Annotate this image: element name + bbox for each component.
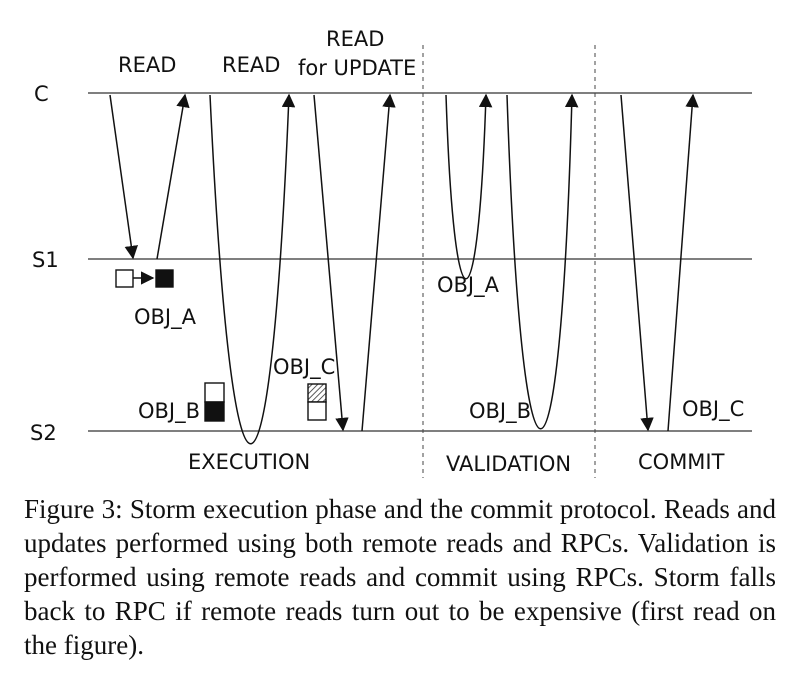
obj-label-val-a: OBJ_A xyxy=(437,273,500,298)
obj-a-old-box xyxy=(115,269,134,288)
op-label-read-for-update-line2: for UPDATE xyxy=(298,56,416,80)
msg-validate-b xyxy=(506,93,579,430)
msg-rfu-request xyxy=(313,94,349,432)
lane-label-s1: S1 xyxy=(32,248,59,272)
figure-caption: Figure 3: Storm execution phase and the … xyxy=(24,494,776,660)
msg-commit-request xyxy=(620,94,654,432)
msg-read2-remote-read xyxy=(209,93,296,445)
op-label-read-for-update-line1: READ xyxy=(326,27,384,51)
msg-commit-response xyxy=(667,93,699,432)
phase-label-commit: COMMIT xyxy=(638,450,725,474)
obj-label-commit-c: OBJ_C xyxy=(682,397,744,422)
obj-b-bottom-box xyxy=(204,401,225,422)
phase-label-validation: VALIDATION xyxy=(446,452,571,476)
phase-label-execution: EXECUTION xyxy=(188,450,310,474)
lane-label-c: C xyxy=(34,82,49,106)
obj-c-top-box xyxy=(307,383,327,403)
op-label-read-2: READ xyxy=(222,53,280,77)
obj-label-exec-b: OBJ_B xyxy=(138,399,200,424)
storm-protocol-diagram: C S1 S2 READ READ READ for UPDATE OBJ_A … xyxy=(30,27,752,478)
obj-b-top-box xyxy=(204,382,225,403)
obj-label-exec-a: OBJ_A xyxy=(134,305,197,330)
obj-a-new-box xyxy=(155,269,174,288)
obj-c-bottom-box xyxy=(307,401,327,421)
msg-read1-response xyxy=(156,93,190,260)
msg-read1-request xyxy=(109,94,138,260)
obj-label-val-b: OBJ_B xyxy=(469,399,531,424)
msg-validate-a xyxy=(445,93,493,280)
msg-rfu-response xyxy=(361,93,396,432)
obj-label-exec-c: OBJ_C xyxy=(273,355,335,380)
op-label-read-1: READ xyxy=(118,53,176,77)
lane-label-s2: S2 xyxy=(30,421,57,445)
